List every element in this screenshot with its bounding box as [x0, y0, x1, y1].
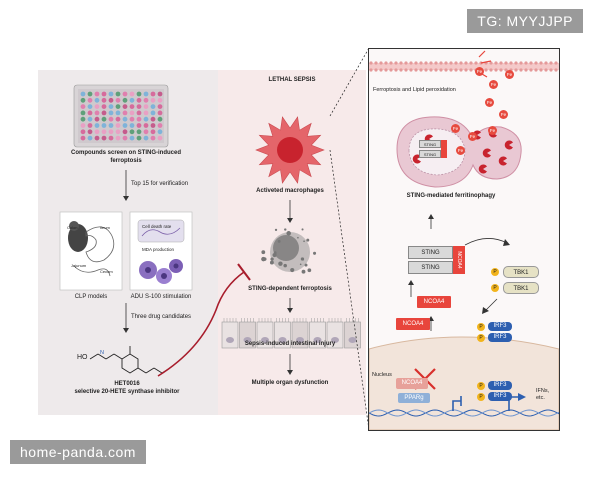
fe-ion: Fe	[451, 124, 460, 133]
fe-ion: Fe	[505, 70, 514, 79]
phospho-dot: P	[477, 323, 485, 331]
phospho-dot: P	[491, 268, 499, 276]
irf3-nuclear-bottom: IRF3	[488, 392, 512, 401]
lipid-peroxidation-label: Ferroptosis and Lipid peroxidation	[373, 87, 456, 93]
ifns-label-line2: etc.	[536, 395, 545, 401]
ncoa4-lysosome-bar	[441, 140, 447, 158]
cell-membrane	[369, 61, 559, 71]
sting-lysosome-2: STING	[419, 150, 441, 158]
sting-dimer-bottom: STING	[408, 261, 453, 274]
sting-dimer-top: STING	[408, 246, 453, 259]
phospho-dot: P	[477, 334, 485, 342]
fe-ion: Fe	[488, 126, 497, 135]
fe-ion: Fe	[489, 80, 498, 89]
phospho-dot: P	[491, 284, 499, 292]
tbk1-box-top: TBK1	[503, 266, 539, 278]
right-panel-graphics	[369, 49, 559, 430]
ncoa4-box-lower: NCOA4	[396, 318, 430, 330]
ferritinophagy-label: STING-mediated ferritinophagy	[407, 193, 496, 200]
arrow-tbk1-to-irf3	[485, 299, 497, 311]
fe-ion: Fe	[485, 98, 494, 107]
nucleus-label: Nucleus	[372, 372, 392, 378]
irf3-cyto-bottom: IRF3	[488, 333, 512, 342]
fe-ion: Fe	[475, 67, 484, 76]
ncoa4-vertical-box: NCOA4	[453, 246, 465, 274]
fe-ion: Fe	[468, 132, 477, 141]
fe-ion: Fe	[499, 110, 508, 119]
phospho-dot: P	[477, 393, 485, 401]
irf3-nuclear-top: IRF3	[488, 381, 512, 390]
sting-lysosome-1: STING	[419, 140, 441, 148]
irf3-cyto-top: IRF3	[488, 322, 512, 331]
ncoa4-vertical-label: NCOA4	[456, 251, 462, 268]
ifns-label-line1: IFNs,	[536, 388, 549, 394]
pparg-box: PPARg	[398, 393, 430, 403]
arrow-sting-to-tbk1	[465, 238, 507, 245]
phospho-dot: P	[477, 382, 485, 390]
ncoa4-nuclear-box: NCOA4	[396, 378, 428, 389]
fe-ion: Fe	[456, 146, 465, 155]
ncoa4-box-upper: NCOA4	[417, 296, 451, 308]
tbk1-box-bottom: TBK1	[503, 282, 539, 294]
